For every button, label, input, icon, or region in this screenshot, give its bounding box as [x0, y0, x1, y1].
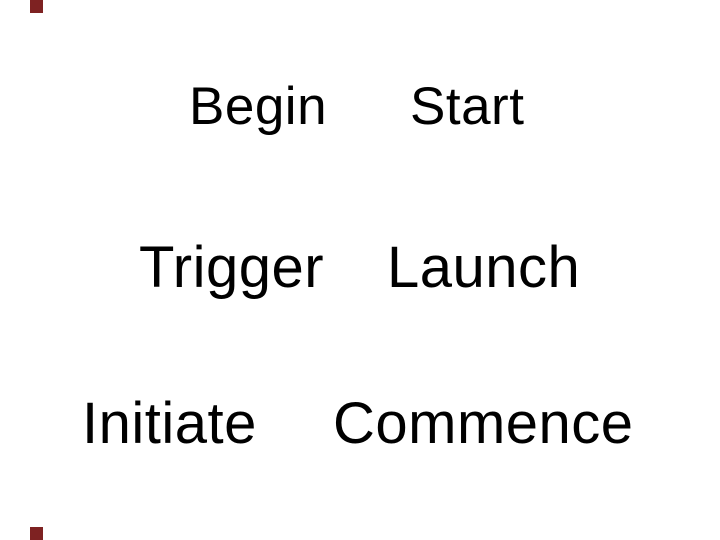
word-commence: Commence	[333, 391, 634, 456]
accent-mark-top-left	[30, 0, 43, 13]
word-launch: Launch	[387, 235, 581, 300]
word-start: Start	[410, 77, 525, 136]
word-begin: Begin	[189, 77, 328, 136]
word-initiate: Initiate	[82, 391, 257, 456]
word-trigger: Trigger	[139, 235, 325, 300]
accent-mark-bottom-left	[30, 527, 43, 540]
